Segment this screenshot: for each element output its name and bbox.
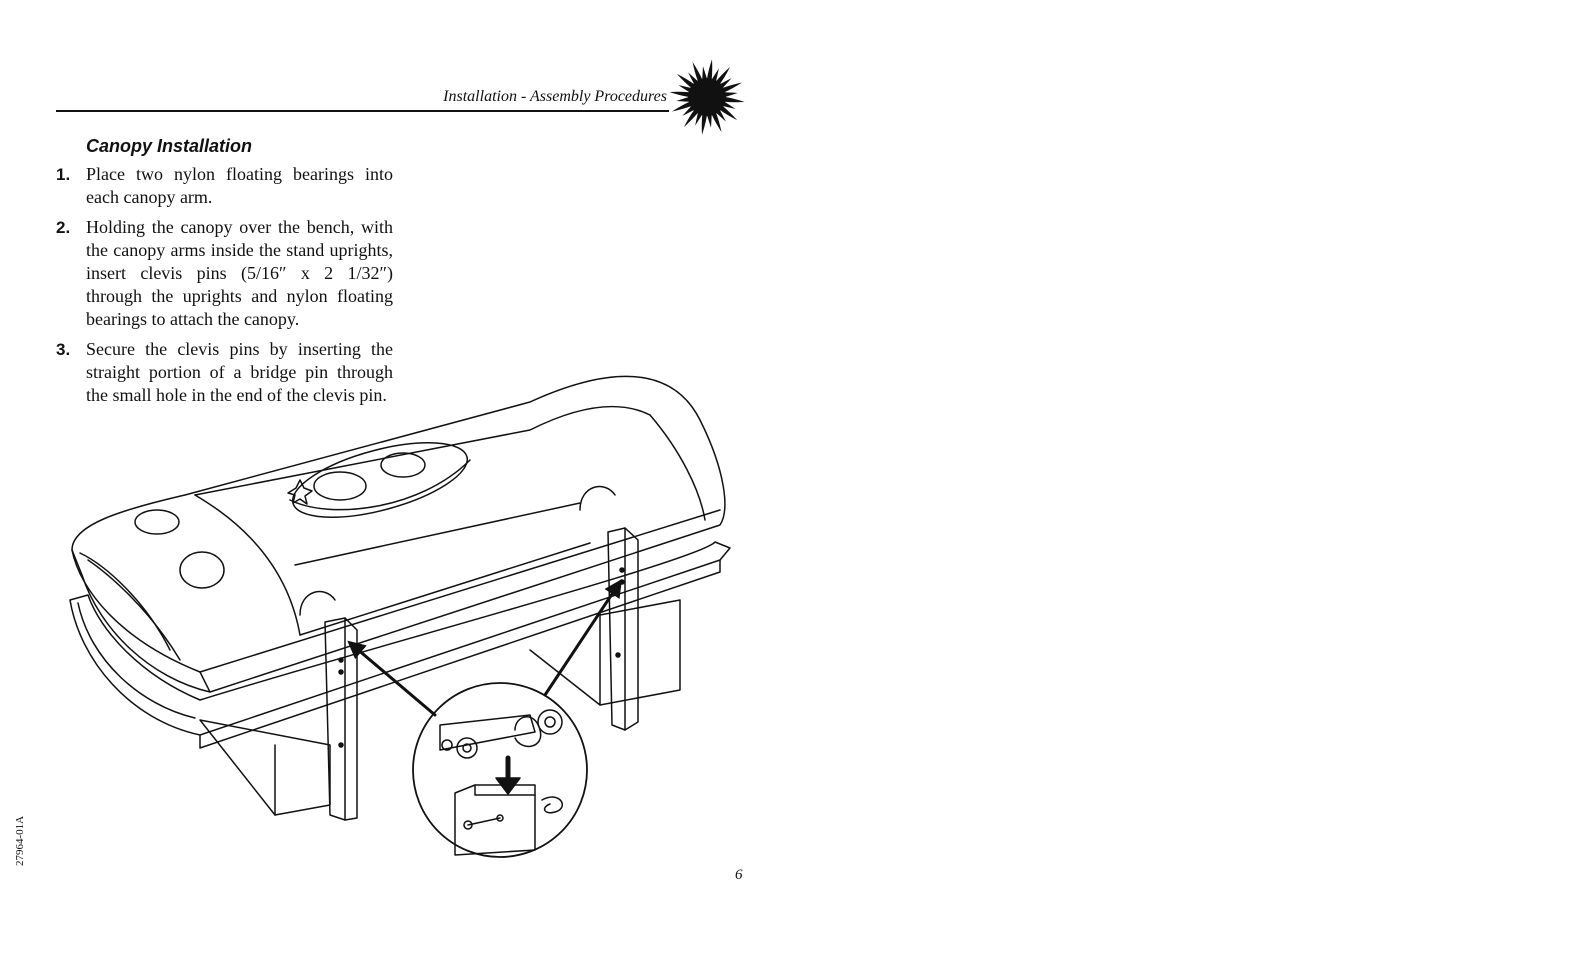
step-text: Place two nylon floating bearings into e… bbox=[86, 164, 393, 207]
sun-icon bbox=[669, 59, 745, 135]
document-code: 27964-01A bbox=[14, 815, 26, 866]
stand-uprights bbox=[324, 527, 639, 821]
tanning-bed-illustration bbox=[69, 375, 731, 858]
header-title: Installation - Assembly Procedures bbox=[443, 88, 667, 105]
steps-list: 1. Place two nylon floating bearings int… bbox=[56, 163, 393, 414]
step-number: 1. bbox=[56, 165, 71, 184]
detail-callout bbox=[412, 682, 588, 858]
section-title: Canopy Installation bbox=[86, 136, 253, 156]
bench bbox=[69, 541, 731, 749]
header-rule bbox=[56, 110, 669, 112]
step-number: 3. bbox=[56, 340, 71, 359]
step-number: 2. bbox=[56, 218, 71, 237]
step-text: Holding the canopy over the bench, with … bbox=[86, 217, 393, 329]
step-text: Secure the clevis pins by inserting the … bbox=[86, 339, 393, 405]
canopy bbox=[71, 375, 726, 693]
callout-arrows bbox=[347, 579, 622, 717]
list-item: 2. Holding the canopy over the bench, wi… bbox=[56, 216, 393, 331]
list-item: 1. Place two nylon floating bearings int… bbox=[56, 163, 393, 209]
list-item: 3. Secure the clevis pins by inserting t… bbox=[56, 338, 393, 407]
base-cabinet bbox=[199, 599, 681, 816]
page-number: 6 bbox=[735, 867, 743, 883]
